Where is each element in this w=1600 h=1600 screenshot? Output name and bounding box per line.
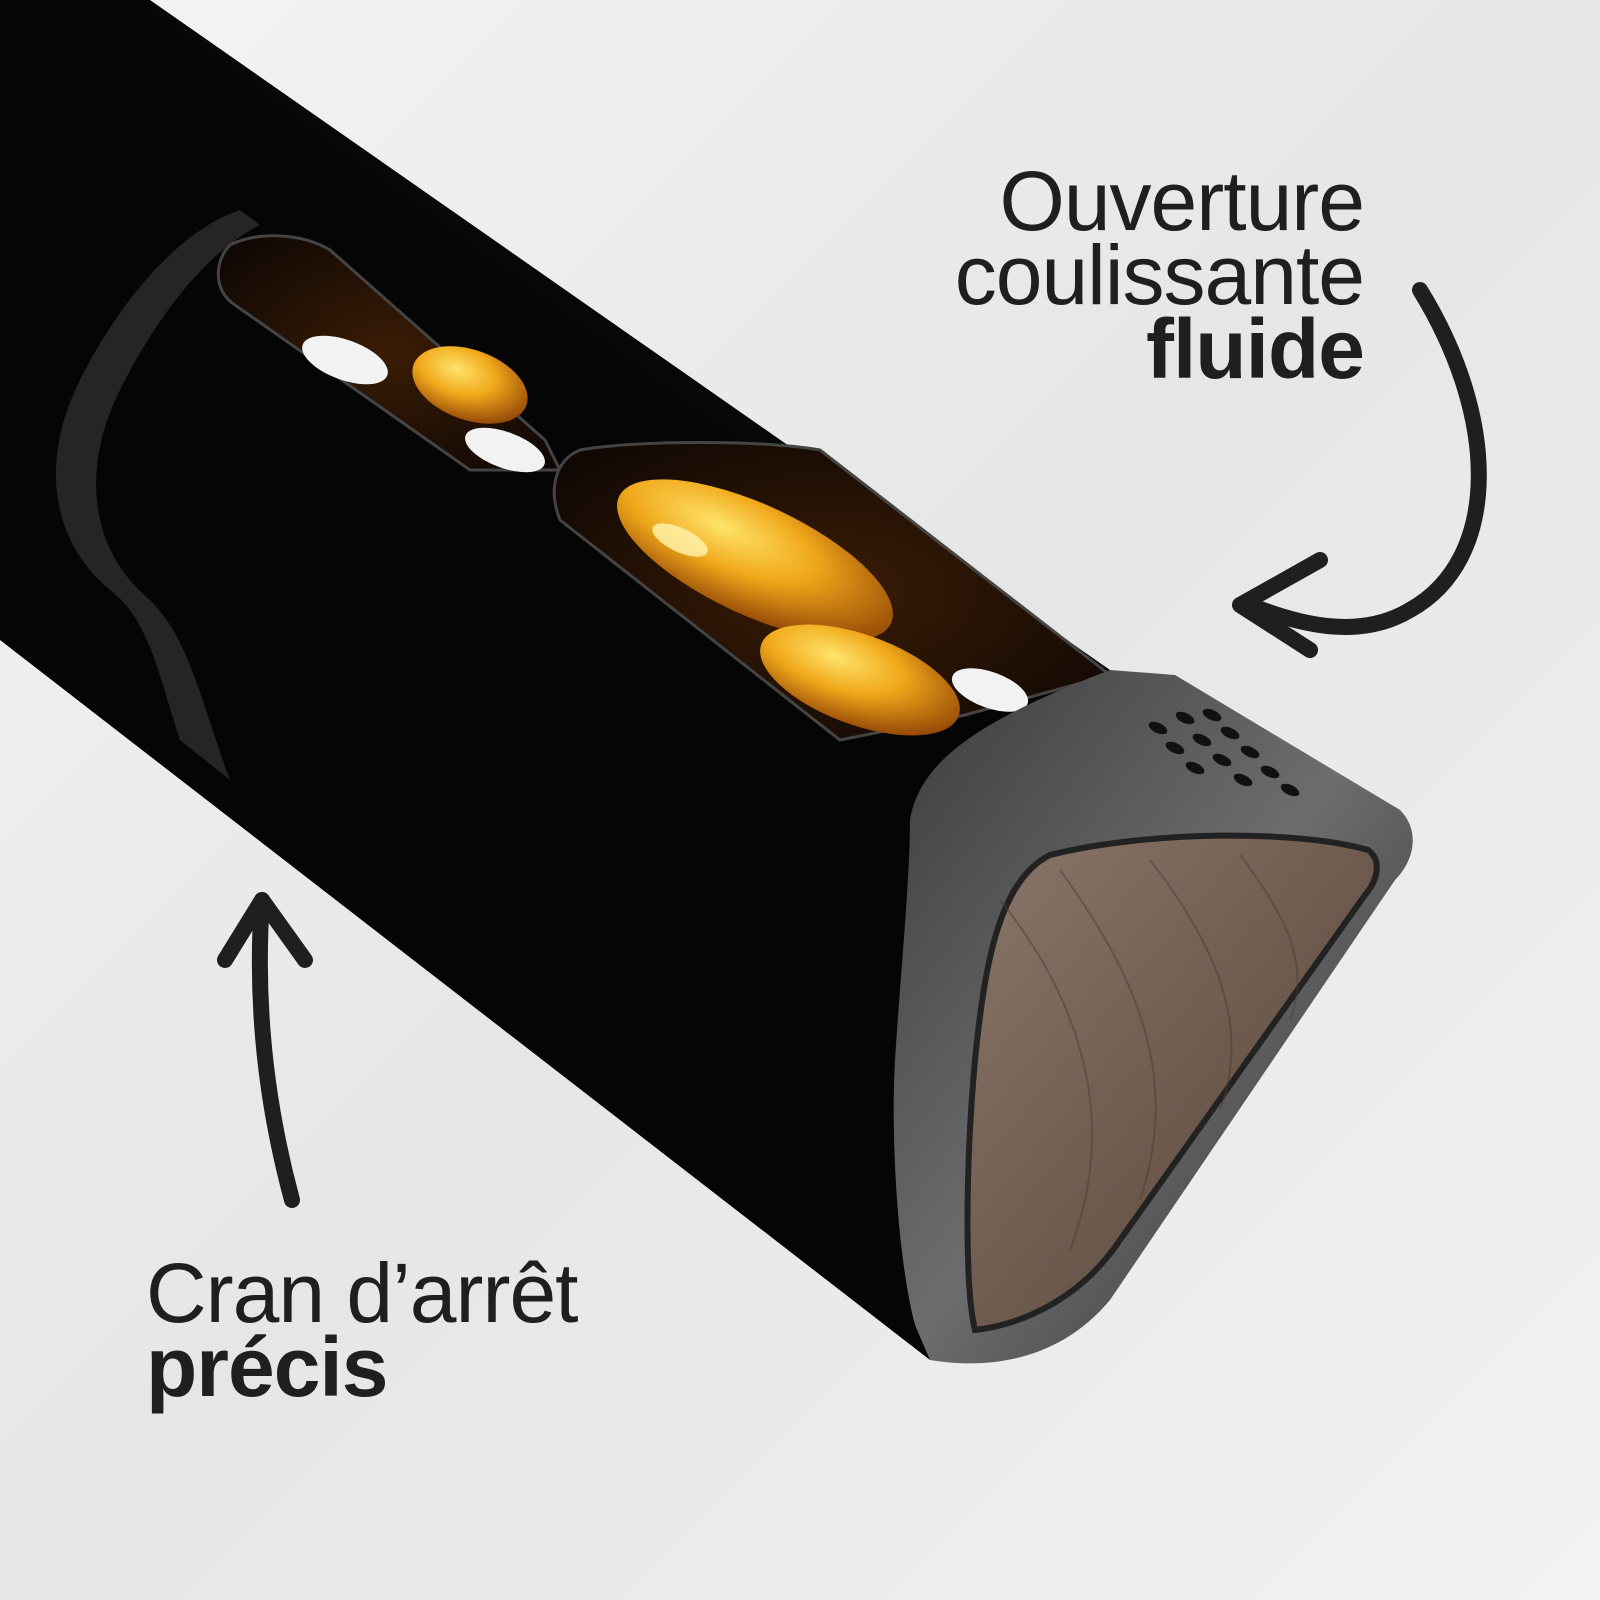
callout-detent-line2: précis — [146, 1320, 388, 1414]
callout-opening-line2: coulissante — [954, 228, 1365, 322]
white-tablet — [302, 335, 388, 385]
gold-capsule — [412, 346, 528, 424]
wood-insert — [964, 832, 1380, 1334]
curved-arrow-icon — [1232, 282, 1487, 658]
callout-detent-line1: Cran d’arrêt — [146, 1246, 579, 1340]
capsule-highlight — [652, 523, 708, 557]
sliding-sleeve-edge — [56, 210, 260, 780]
white-tablet — [951, 668, 1029, 712]
white-tablet — [465, 427, 545, 473]
callout-sliding-opening: Ouverture coulissante fluide — [954, 154, 1366, 396]
wood-grain — [999, 854, 1299, 1251]
amber-capsule — [617, 479, 893, 641]
callout-opening-line3: fluide — [1146, 302, 1365, 396]
vent-holes — [1148, 708, 1300, 797]
callout-opening-line1: Ouverture — [999, 154, 1366, 248]
callout-detent: Cran d’arrêt précis — [146, 1246, 579, 1414]
up-arrow-icon — [217, 892, 313, 1208]
amber-capsule — [760, 624, 960, 736]
